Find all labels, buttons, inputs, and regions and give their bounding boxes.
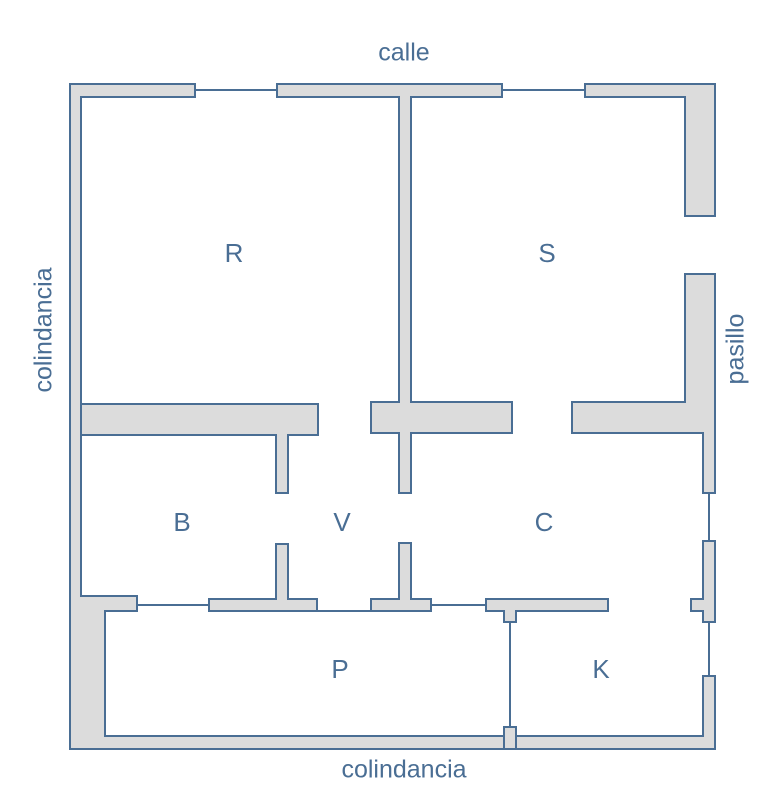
wall-c-k-partition [485,598,609,623]
room-label-s: S [538,238,555,268]
room-label-c: C [535,507,554,537]
room-label-r: R [225,238,244,268]
label-right-pasillo: pasillo [722,314,750,385]
room-label-b: B [173,507,190,537]
wall-r-b-partition [80,403,319,494]
label-bottom-colindancia: colindancia [341,756,466,784]
wall-top-center-with-partition [276,83,513,494]
window-lines [137,89,710,727]
walls [69,83,716,750]
outer-wall-right-middle [571,273,716,494]
outer-wall-bottom-right [515,675,716,750]
room-label-p: P [331,654,348,684]
wall-v-c-lower [370,542,432,612]
wall-b-v-lower [208,543,318,612]
label-left-colindancia: colindancia [30,267,58,392]
room-label-k: K [592,654,610,684]
room-label-v: V [333,507,351,537]
label-top-calle: calle [378,39,429,67]
outer-wall-right-lower [690,540,716,623]
outer-wall-right-top [584,83,716,217]
partition-post-bottom [503,726,517,750]
